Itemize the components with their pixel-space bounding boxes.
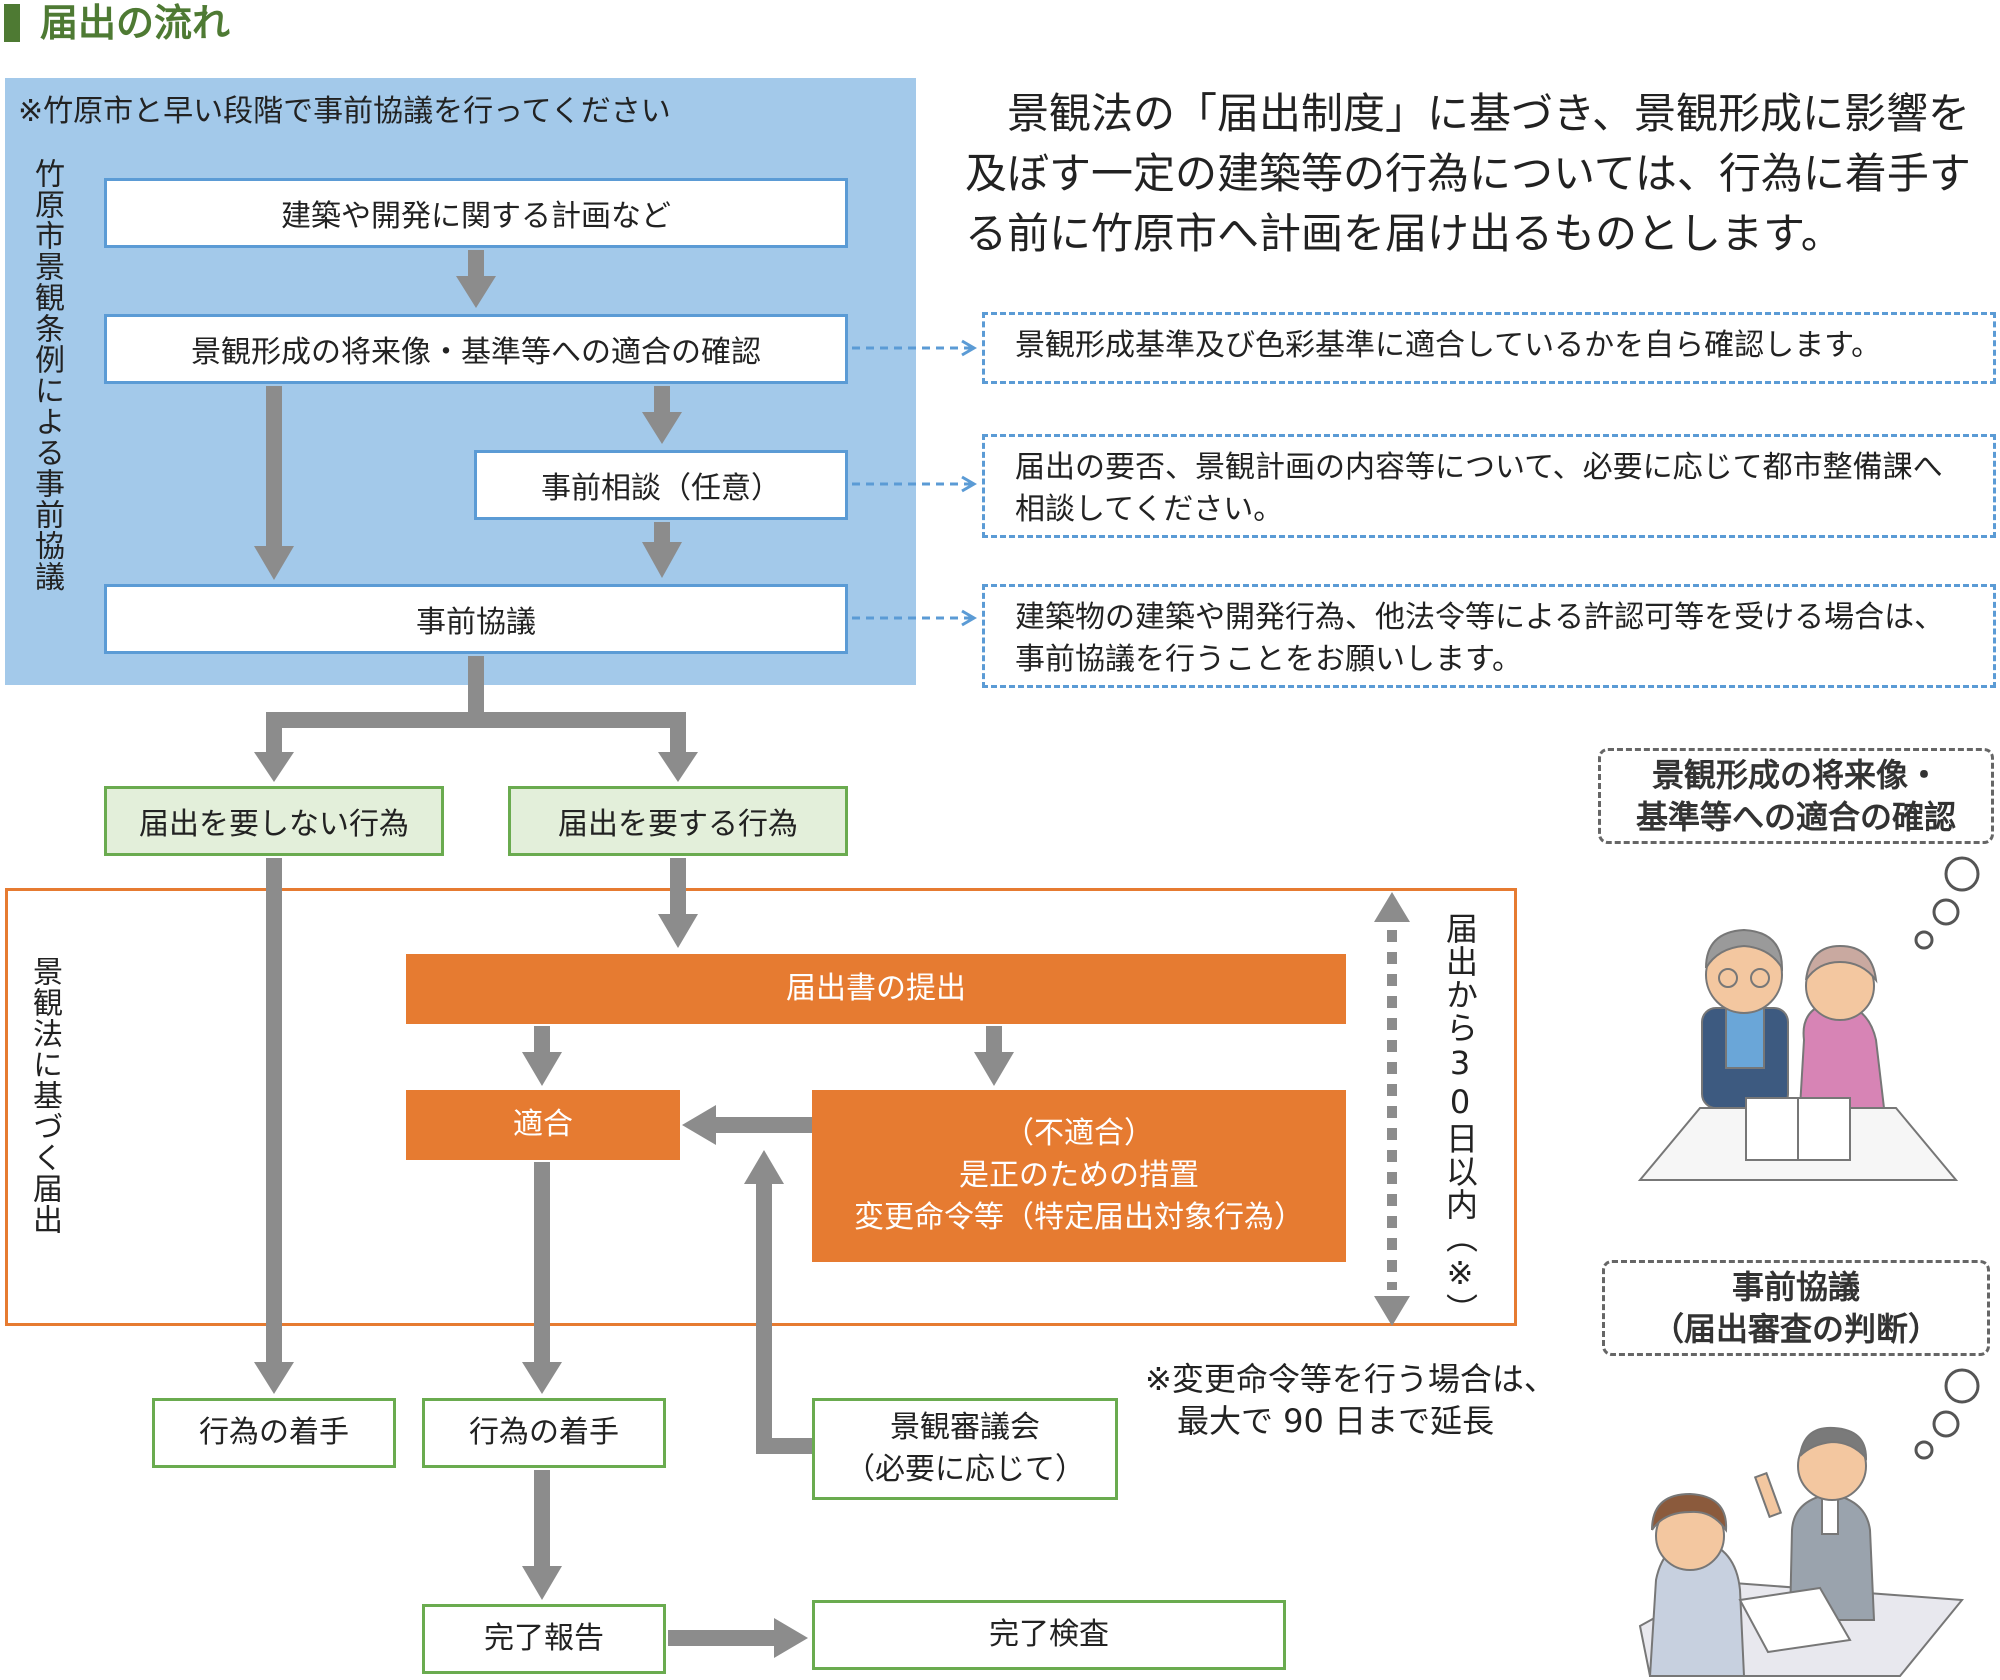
nonconform-label-3: 変更命令等（特定届出対象行為）	[854, 1200, 1304, 1235]
landscape-law-side-label: 景観法に基づく届出	[27, 956, 62, 1235]
pre-consultation-side-label: 竹原市景観条例による事前協議	[29, 158, 64, 592]
step-pre-consultation-label: 事前協議	[416, 605, 536, 640]
nonconform-label-2: 是正のための措置	[959, 1158, 1199, 1193]
no-notification-box: 届出を要しない行為	[104, 786, 444, 856]
start-action-label-right: 行為の着手	[469, 1415, 619, 1450]
pre-consultation-note: ※竹原市と早い段階で事前協議を行ってください	[18, 94, 671, 129]
extension-footnote: ※変更命令等を行う場合は、 最大で 90 日まで延長	[1145, 1358, 1556, 1442]
thought-bubble-consult-line-1: 事前協議	[1731, 1268, 1860, 1306]
completion-report-box: 完了報告	[422, 1604, 666, 1674]
no-notification-label: 届出を要しない行為	[139, 807, 409, 842]
submission-label: 届出書の提出	[786, 971, 966, 1006]
note-pre-consultation: 建築物の建築や開発行為、他法令等による許認可等を受ける場合は、事前協議を行うこと…	[982, 584, 1996, 688]
notification-required-box: 届出を要する行為	[508, 786, 848, 856]
step-confirm-label: 景観形成の将来像・基準等への適合の確認	[191, 335, 761, 370]
page-title: 届出の流れ	[40, 1, 231, 45]
couple-illustration	[1637, 928, 1959, 1181]
extension-footnote-line-1: ※変更命令等を行う場合は、	[1145, 1360, 1556, 1398]
nonconform-label-1: （不適合）	[1004, 1116, 1154, 1151]
deadline-label: 届出から30日以内（※）	[1441, 912, 1479, 1326]
step-advance-consult-box: 事前相談（任意）	[474, 450, 848, 520]
conform-box: 適合	[406, 1090, 680, 1160]
step-plan-label: 建築や開発に関する計画など	[281, 199, 671, 234]
step-pre-consultation-box: 事前協議	[104, 584, 848, 654]
council-box: 景観審議会 （必要に応じて）	[812, 1398, 1118, 1500]
submission-box: 届出書の提出	[406, 954, 1346, 1024]
step-confirm-box: 景観形成の将来像・基準等への適合の確認	[104, 314, 848, 384]
thought-bubble-consult: 事前協議 （届出審査の判断）	[1602, 1260, 1990, 1356]
conform-label: 適合	[513, 1107, 573, 1142]
start-action-box-right: 行為の着手	[422, 1398, 666, 1468]
council-label-1: 景観審議会	[890, 1410, 1040, 1445]
consultation-illustration	[1638, 1426, 1964, 1677]
notification-required-label: 届出を要する行為	[558, 807, 798, 842]
note-consultation: 届出の要否、景観計画の内容等について、必要に応じて都市整備課へ相談してください。	[982, 434, 1996, 538]
thought-bubble-confirm: 景観形成の将来像・ 基準等への適合の確認	[1598, 748, 1994, 844]
thought-bubble-confirm-line-2: 基準等への適合の確認	[1635, 798, 1956, 836]
start-action-label-left: 行為の着手	[199, 1415, 349, 1450]
completion-inspection-box: 完了検査	[812, 1600, 1286, 1670]
thought-bubble-consult-line-2: （届出審査の判断）	[1651, 1310, 1940, 1348]
start-action-box-left: 行為の着手	[152, 1398, 396, 1468]
step-plan-box: 建築や開発に関する計画など	[104, 178, 848, 248]
nonconform-box: （不適合） 是正のための措置 変更命令等（特定届出対象行為）	[812, 1090, 1346, 1262]
council-label-2: （必要に応じて）	[845, 1452, 1085, 1487]
completion-report-label: 完了報告	[484, 1621, 604, 1656]
completion-inspection-label: 完了検査	[989, 1617, 1109, 1652]
intro-paragraph: 景観法の「届出制度」に基づき、景観形成に影響を及ぼす一定の建築等の行為については…	[965, 89, 1971, 258]
note-self-check: 景観形成基準及び色彩基準に適合しているかを自ら確認します。	[982, 312, 1996, 384]
extension-footnote-line-2: 最大で 90 日まで延長	[1177, 1402, 1495, 1440]
heading-marker	[4, 4, 20, 42]
step-advance-consult-label: 事前相談（任意）	[541, 471, 781, 506]
thought-bubble-confirm-line-1: 景観形成の将来像・	[1651, 756, 1940, 794]
